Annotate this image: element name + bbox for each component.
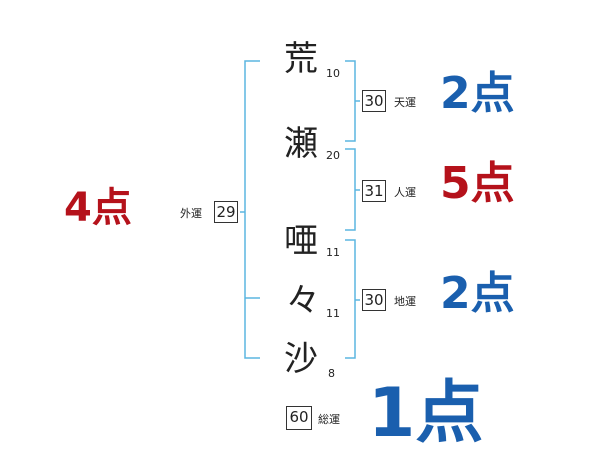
- chiun-score: 2点: [440, 268, 515, 319]
- name-char-1: 荒: [284, 39, 318, 79]
- chiun-bracket: [345, 239, 356, 359]
- name-char-3: 唖: [284, 221, 318, 261]
- stroke-count-2: 20: [326, 149, 340, 162]
- jinun-bracket: [345, 148, 356, 231]
- name-char-4: 々: [286, 281, 320, 321]
- stroke-count-4: 11: [326, 307, 340, 320]
- name-char-5: 沙: [284, 339, 318, 379]
- jinun-score: 5点: [440, 158, 515, 209]
- souun-value: 60: [286, 406, 312, 430]
- jinun-value: 31: [362, 180, 386, 202]
- tenun-score: 2点: [440, 68, 515, 119]
- jinun-label: 人運: [394, 186, 416, 199]
- souun-score: 1点: [368, 374, 484, 453]
- gaiun-label: 外運: [180, 207, 202, 220]
- gaiun-value: 29: [214, 201, 238, 223]
- stroke-count-1: 10: [326, 67, 340, 80]
- tenun-value: 30: [362, 90, 386, 112]
- chiun-value: 30: [362, 289, 386, 311]
- outer-left-bracket: [244, 60, 260, 359]
- stroke-count-3: 11: [326, 246, 340, 259]
- souun-label: 総運: [318, 413, 340, 426]
- chiun-label: 地運: [394, 295, 416, 308]
- tenun-label: 天運: [394, 96, 416, 109]
- name-char-2: 瀬: [284, 124, 318, 164]
- stroke-count-5: 8: [328, 367, 335, 380]
- tenun-bracket: [345, 60, 356, 142]
- gaiun-score: 4点: [64, 185, 132, 231]
